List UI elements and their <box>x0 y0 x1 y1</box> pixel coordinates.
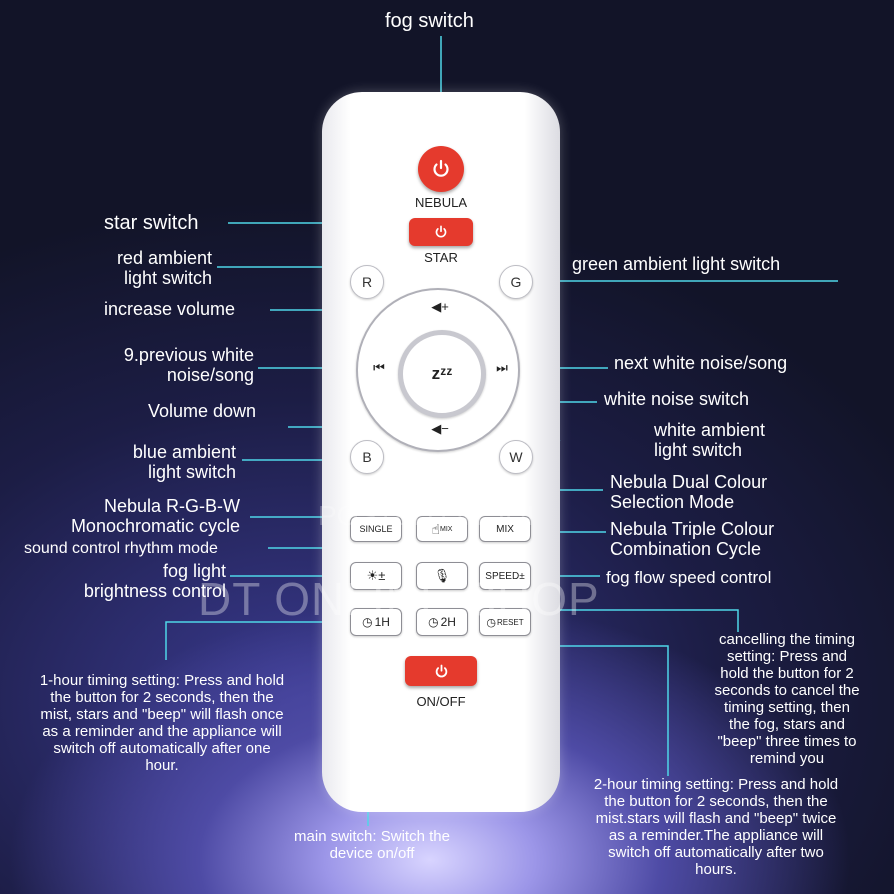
label-increase-volume: increase volume <box>104 299 236 319</box>
previous-track-icon: ⏮ <box>373 360 385 375</box>
label-one-hour: 1-hour timing setting: Press and hold th… <box>39 672 285 774</box>
label-main-switch: main switch: Switch the device on/off <box>294 828 450 862</box>
nebula-power-button[interactable] <box>418 146 464 192</box>
label-white-noise-switch: white noise switch <box>604 389 750 409</box>
red-ambient-button[interactable]: R <box>350 265 384 299</box>
clock-icon: ◷ <box>362 615 373 629</box>
volume-up-icon: ◀+ <box>431 299 449 314</box>
label-white-ambient: white ambient light switch <box>654 420 766 460</box>
white-noise-button[interactable]: zᶻᶻ <box>398 330 486 418</box>
label-next: next white noise/song <box>614 353 788 373</box>
triple-colour-button[interactable]: MIX <box>479 516 531 542</box>
blue-ambient-button[interactable]: B <box>350 440 384 474</box>
fog-brightness-button[interactable]: ☀± <box>350 562 402 590</box>
sound-rhythm-button[interactable]: 🎙 <box>416 562 468 590</box>
microphone-icon: 🎙 <box>433 568 451 583</box>
power-icon <box>435 664 447 677</box>
watermark-shop: DT ONLINE SHOP <box>198 573 600 625</box>
previous-button[interactable]: ⏮ <box>366 357 392 379</box>
star-label: STAR <box>424 250 458 265</box>
label-sound-rhythm: sound control rhythm mode <box>24 540 218 557</box>
one-hour-button[interactable]: ◷1H <box>350 608 402 636</box>
label-star-switch: star switch <box>104 212 199 234</box>
on-off-label: ON/OFF <box>416 694 466 709</box>
label-fog-flow: fog flow speed control <box>606 568 772 587</box>
label-nebula-dual: Nebula Dual Colour Selection Mode <box>610 472 768 512</box>
label-volume-down: Volume down <box>148 401 257 421</box>
clock-icon: ◷ <box>486 616 496 629</box>
label-cancel-timing: cancelling the timing setting: Press and… <box>714 631 860 767</box>
single-mode-button[interactable]: SINGLE <box>350 516 402 542</box>
next-track-icon: ⏭ <box>496 360 508 375</box>
label-blue-ambient: blue ambient light switch <box>132 442 236 482</box>
volume-down-button[interactable]: ◀− <box>423 418 457 440</box>
star-power-button[interactable] <box>409 218 473 246</box>
label-nebula-rgbw: Nebula R-G-B-W Monochromatic cycle <box>70 496 240 536</box>
clock-icon: ◷ <box>428 615 439 629</box>
power-icon <box>433 159 449 177</box>
two-hour-button[interactable]: ◷2H <box>416 608 468 636</box>
volume-up-button[interactable]: ◀+ <box>423 296 457 318</box>
next-button[interactable]: ⏭ <box>489 357 515 379</box>
label-fog-switch: fog switch <box>385 10 474 32</box>
reset-button[interactable]: ◷RESET <box>479 608 531 636</box>
label-green-ambient: green ambient light switch <box>572 254 781 274</box>
label-red-ambient: red ambient light switch <box>116 248 212 288</box>
label-fog-light: fog light brightness control <box>83 561 226 601</box>
label-two-hour: 2-hour timing setting: Press and hold th… <box>593 776 839 878</box>
white-ambient-button[interactable]: W <box>499 440 533 474</box>
main-power-button[interactable] <box>405 656 477 686</box>
sleep-icon: zᶻᶻ <box>431 364 453 383</box>
label-previous: 9.previous white noise/song <box>123 345 254 385</box>
label-nebula-triple: Nebula Triple Colour Combination Cycle <box>610 519 775 559</box>
dual-colour-button[interactable]: ☝MIX <box>416 516 468 542</box>
fog-speed-button[interactable]: SPEED± <box>479 562 531 590</box>
hand-icon: ☝ <box>431 520 441 537</box>
volume-down-icon: ◀− <box>431 421 449 436</box>
nebula-label: NEBULA <box>414 195 468 210</box>
power-icon <box>435 225 447 238</box>
watermark-posted: POSTED ON JIJI <box>318 500 535 531</box>
green-ambient-button[interactable]: G <box>499 265 533 299</box>
